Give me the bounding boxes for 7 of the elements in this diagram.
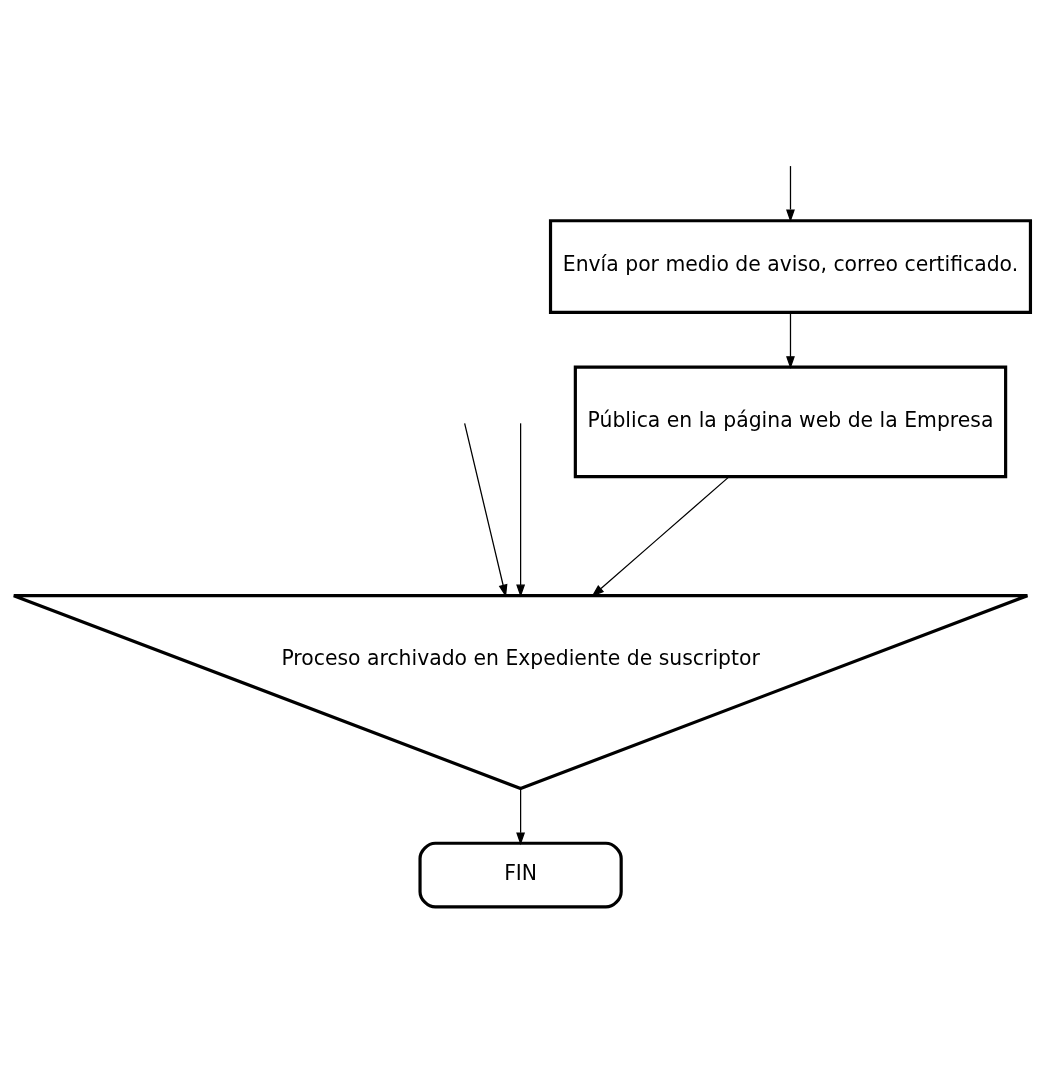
- node-box: Pública en la página web de la Empresa: [573, 365, 1008, 479]
- node-box: Envía por medio de aviso, correo certificado.: [548, 219, 1033, 314]
- arrow: [591, 476, 730, 597]
- node-box: FIN: [418, 841, 623, 909]
- arrow: [516, 787, 526, 846]
- arrow: [786, 165, 795, 223]
- arrow: [786, 311, 795, 369]
